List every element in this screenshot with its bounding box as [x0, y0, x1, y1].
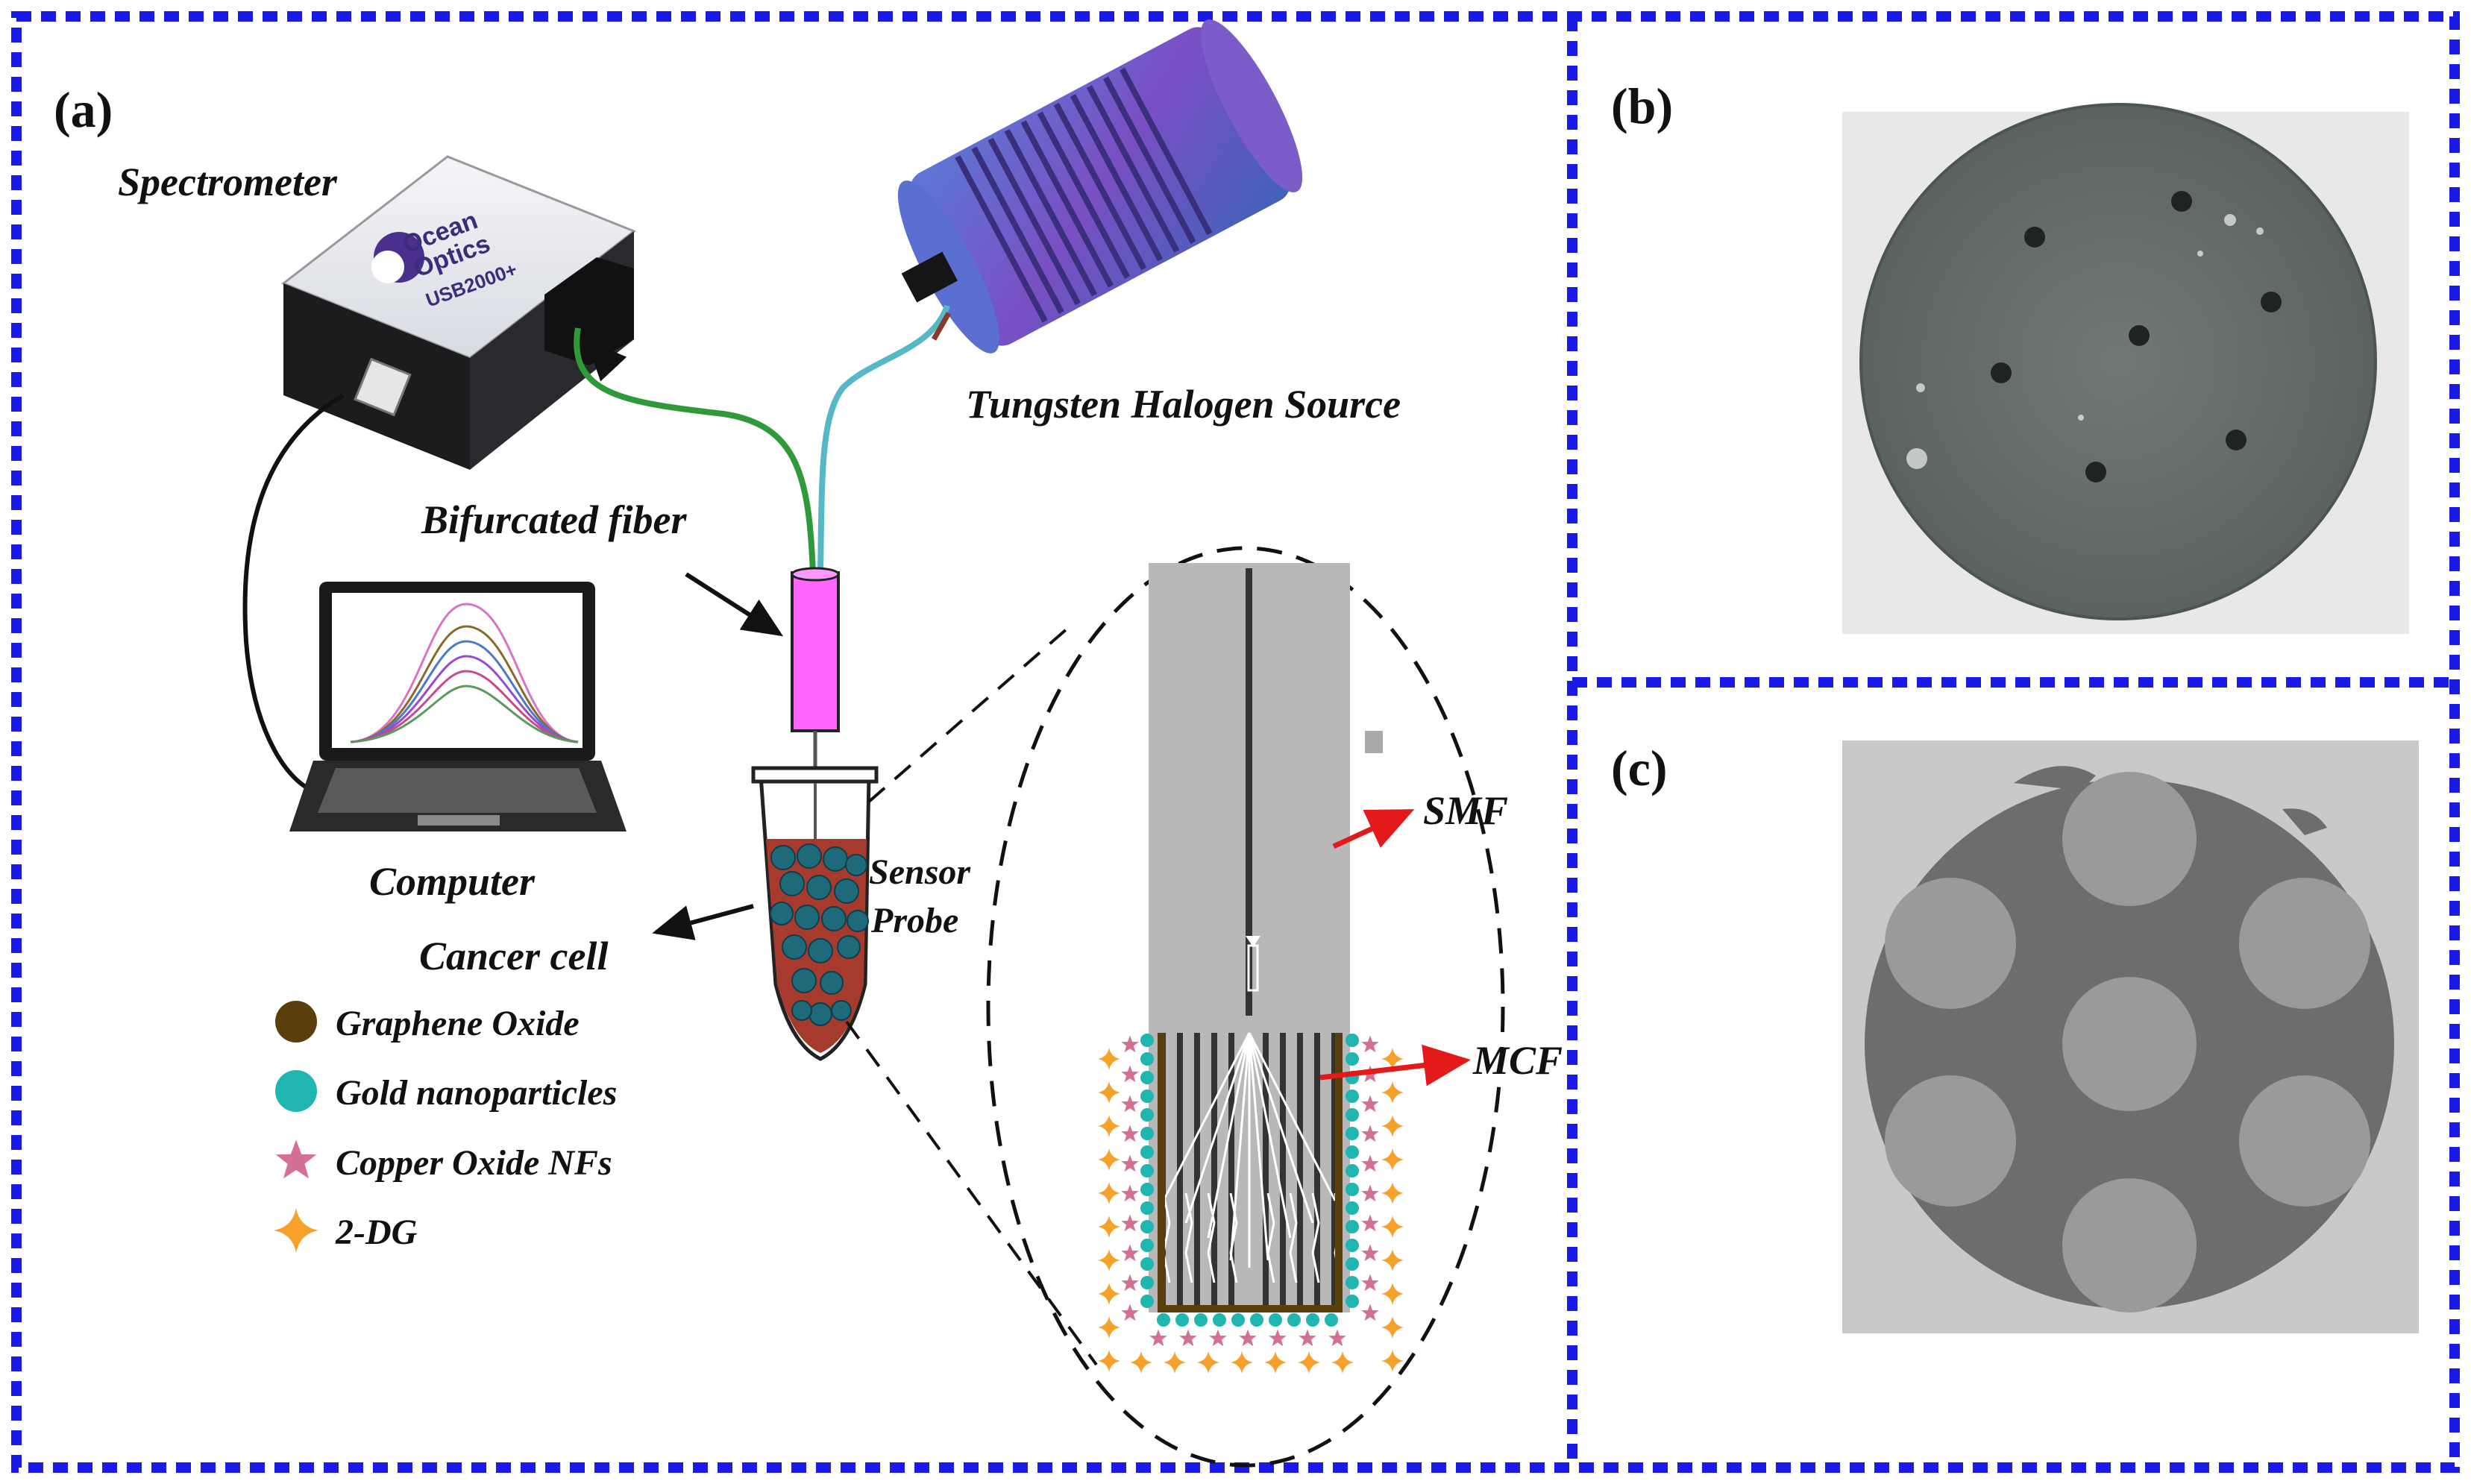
sensor-schematic: [1098, 563, 1404, 1374]
label-cancer-cell: Cancer cell: [419, 934, 608, 978]
legend-label-gold: Gold nanoparticles: [336, 1073, 617, 1113]
mcf-arrow: [1319, 1044, 1471, 1087]
tungsten-lamp: [897, 19, 1303, 353]
label-smf: SMF: [1423, 788, 1508, 833]
legend-marker-2dg-sparkle: [274, 1208, 318, 1253]
cancer-cell-arrow: [652, 904, 754, 940]
sample-tube: [751, 766, 879, 1061]
legend-marker-copper-star: [275, 1139, 317, 1179]
probe-holder: [791, 571, 840, 732]
label-tungsten-source: Tungsten Halogen Source: [966, 382, 1401, 427]
fiber-pointer-arrow: [685, 572, 784, 637]
zoom-line-bottom: [845, 1020, 1098, 1366]
panel-letter-c: (c): [1611, 740, 1667, 796]
fiber-cyan: [817, 304, 950, 575]
spectrometer-device: Ocean Optics USB2000+: [281, 155, 636, 470]
smf-arrow: [1332, 808, 1415, 849]
panel-frames: [11, 11, 2460, 1473]
panel-letter-b: (b): [1611, 78, 1673, 134]
legend-marker-graphene: [275, 1001, 317, 1043]
cable-black: [242, 393, 345, 793]
brown-arrow: [931, 312, 952, 341]
laptop-computer: [289, 582, 627, 831]
legend: Graphene Oxide Gold nanoparticles Copper…: [274, 1001, 617, 1253]
label-sensor: Sensor: [869, 852, 971, 892]
green-arrow: [585, 339, 627, 382]
label-probe: Probe: [870, 901, 958, 940]
legend-label-copper: Copper Oxide NFs: [336, 1143, 612, 1183]
label-computer: Computer: [369, 859, 536, 904]
label-bifurcated-fiber: Bifurcated fiber: [421, 497, 687, 542]
panel-letter-a: (a): [54, 81, 113, 138]
legend-label-graphene: Graphene Oxide: [336, 1004, 580, 1043]
micrograph-b: [1842, 103, 2409, 634]
label-spectrometer: Spectrometer: [118, 160, 338, 204]
zoom-line-top: [867, 621, 1076, 803]
legend-label-2dg: 2-DG: [335, 1213, 418, 1252]
micrograph-c: [1842, 741, 2419, 1333]
label-mcf: MCF: [1472, 1038, 1563, 1083]
magnify-ellipse: [986, 546, 1505, 1468]
legend-marker-gold: [275, 1070, 317, 1112]
